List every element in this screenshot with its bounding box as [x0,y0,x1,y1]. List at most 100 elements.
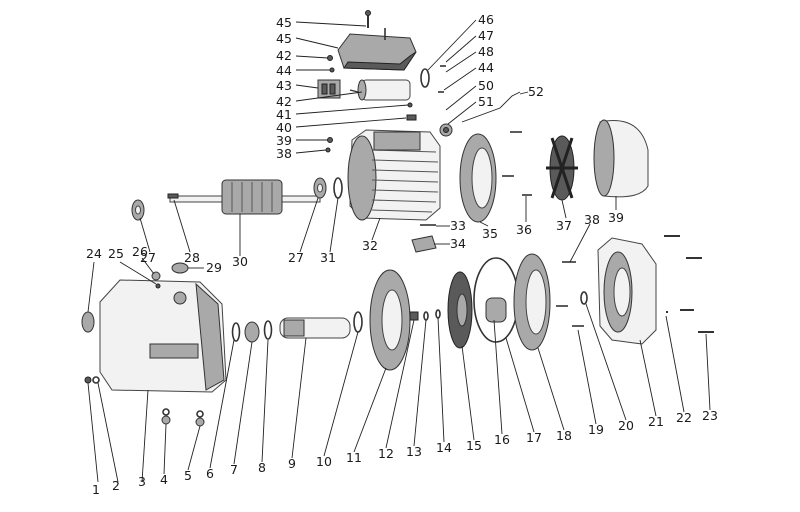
leader-lines [87,19,711,483]
callout-18: 18 [556,428,572,443]
callout-25: 25 [108,246,124,261]
part-27-bearing-left [131,199,145,221]
callout-50: 47 [478,28,494,43]
callout-36: 36 [516,222,532,237]
callout-labels: 45 45 42 44 43 42 41 40 39 38 46 47 48 4… [86,12,718,497]
part-35-end-shield [459,133,497,223]
callout-53: 51 [478,94,494,109]
callout-21: 21 [648,414,664,429]
part-8-ring [263,320,273,340]
part-34-bracket [411,235,437,253]
callout-20: 20 [618,418,634,433]
callout-14: 14 [436,440,452,455]
callout-44: 42 [276,94,292,109]
callout-27-left: 27 [140,250,156,265]
callout-23: 23 [702,408,718,423]
callout-29: 29 [206,260,222,275]
callout-46: 44 [276,63,292,78]
part-45-terminal-block [317,79,341,99]
callout-30: 30 [232,254,248,269]
callout-19: 19 [588,422,604,437]
callout-4: 4 [160,472,168,487]
part-27-bearing-right [313,177,327,199]
callout-54: 52 [528,84,544,99]
part-46-screw [329,67,335,73]
callout-35: 35 [482,226,498,241]
part-32-motor-housing [347,129,441,221]
callout-24: 24 [86,246,102,261]
callout-12: 12 [378,446,394,461]
callout-27-right: 27 [288,250,304,265]
part-24-plug [81,311,95,333]
part-36-screws [502,131,532,196]
callout-33: 33 [450,218,466,233]
part-54-spring-clip [461,91,521,123]
callout-10: 10 [316,454,332,469]
part-44-capacitor [349,79,411,101]
callout-3: 3 [138,474,146,489]
callout-47: 45 [276,31,292,46]
part-22-bolts [664,235,702,313]
part-10-o-ring [353,311,363,333]
callout-11: 11 [346,450,362,465]
callout-22: 22 [676,410,692,425]
callout-39: 39 [608,210,624,225]
part-11-diffuser [369,269,411,371]
callout-17: 17 [526,430,542,445]
callout-5: 5 [184,468,192,483]
callout-32: 32 [362,238,378,253]
part-49-o-ring [420,68,430,88]
callout-26: 26 [132,244,148,259]
callout-6: 6 [206,466,214,481]
part-25-screw [155,283,161,289]
part-42-clip [406,114,417,121]
part-41-washer [327,137,333,143]
part-21-bracket [597,237,657,345]
part-18-seal-plate [513,253,551,351]
part-40-screw [325,147,331,153]
callout-9: 9 [288,456,296,471]
callout-2: 2 [112,478,120,493]
part-28-key [167,193,179,199]
callout-45-left: 43 [276,78,292,93]
part-42-screw-top [327,55,333,61]
callout-37: 37 [556,218,572,233]
part-37-fan [546,135,578,201]
callout-15: 15 [466,438,482,453]
part-39-fan-cover [593,119,649,198]
part-4-plug [161,408,171,425]
callout-7: 7 [230,462,238,477]
callout-42-bottom: 40 [276,120,292,135]
part-53-nut [439,123,453,137]
callout-38: 38 [584,212,600,227]
callout-48: 45 [276,15,292,30]
part-14-washer [435,309,441,319]
part-3-pump-body [99,279,227,393]
part-9-ejector [279,317,351,339]
callout-31: 31 [320,250,336,265]
part-15-impeller [447,271,473,349]
part-47-terminal-cover [337,28,417,71]
part-1-drain [84,376,92,384]
part-20-washer [580,291,588,305]
part-2-washer [92,376,100,384]
callout-41: 39 [276,133,292,148]
part-6-o-ring [231,322,241,342]
callout-16: 16 [494,432,510,447]
part-30-rotor [169,179,321,215]
callout-1: 1 [92,482,100,497]
callout-34: 34 [450,236,466,251]
part-43-screw [407,102,413,108]
callout-51: 48 [478,44,494,59]
part-13-washer [423,311,429,321]
callout-49: 46 [478,12,494,27]
callout-52: 50 [478,78,494,93]
part-48-screw [365,10,371,28]
callout-43: 41 [276,107,292,122]
callout-28: 28 [184,250,200,265]
part-7-seal [244,321,260,343]
part-12-nut [409,311,419,321]
callout-8: 8 [258,460,266,475]
